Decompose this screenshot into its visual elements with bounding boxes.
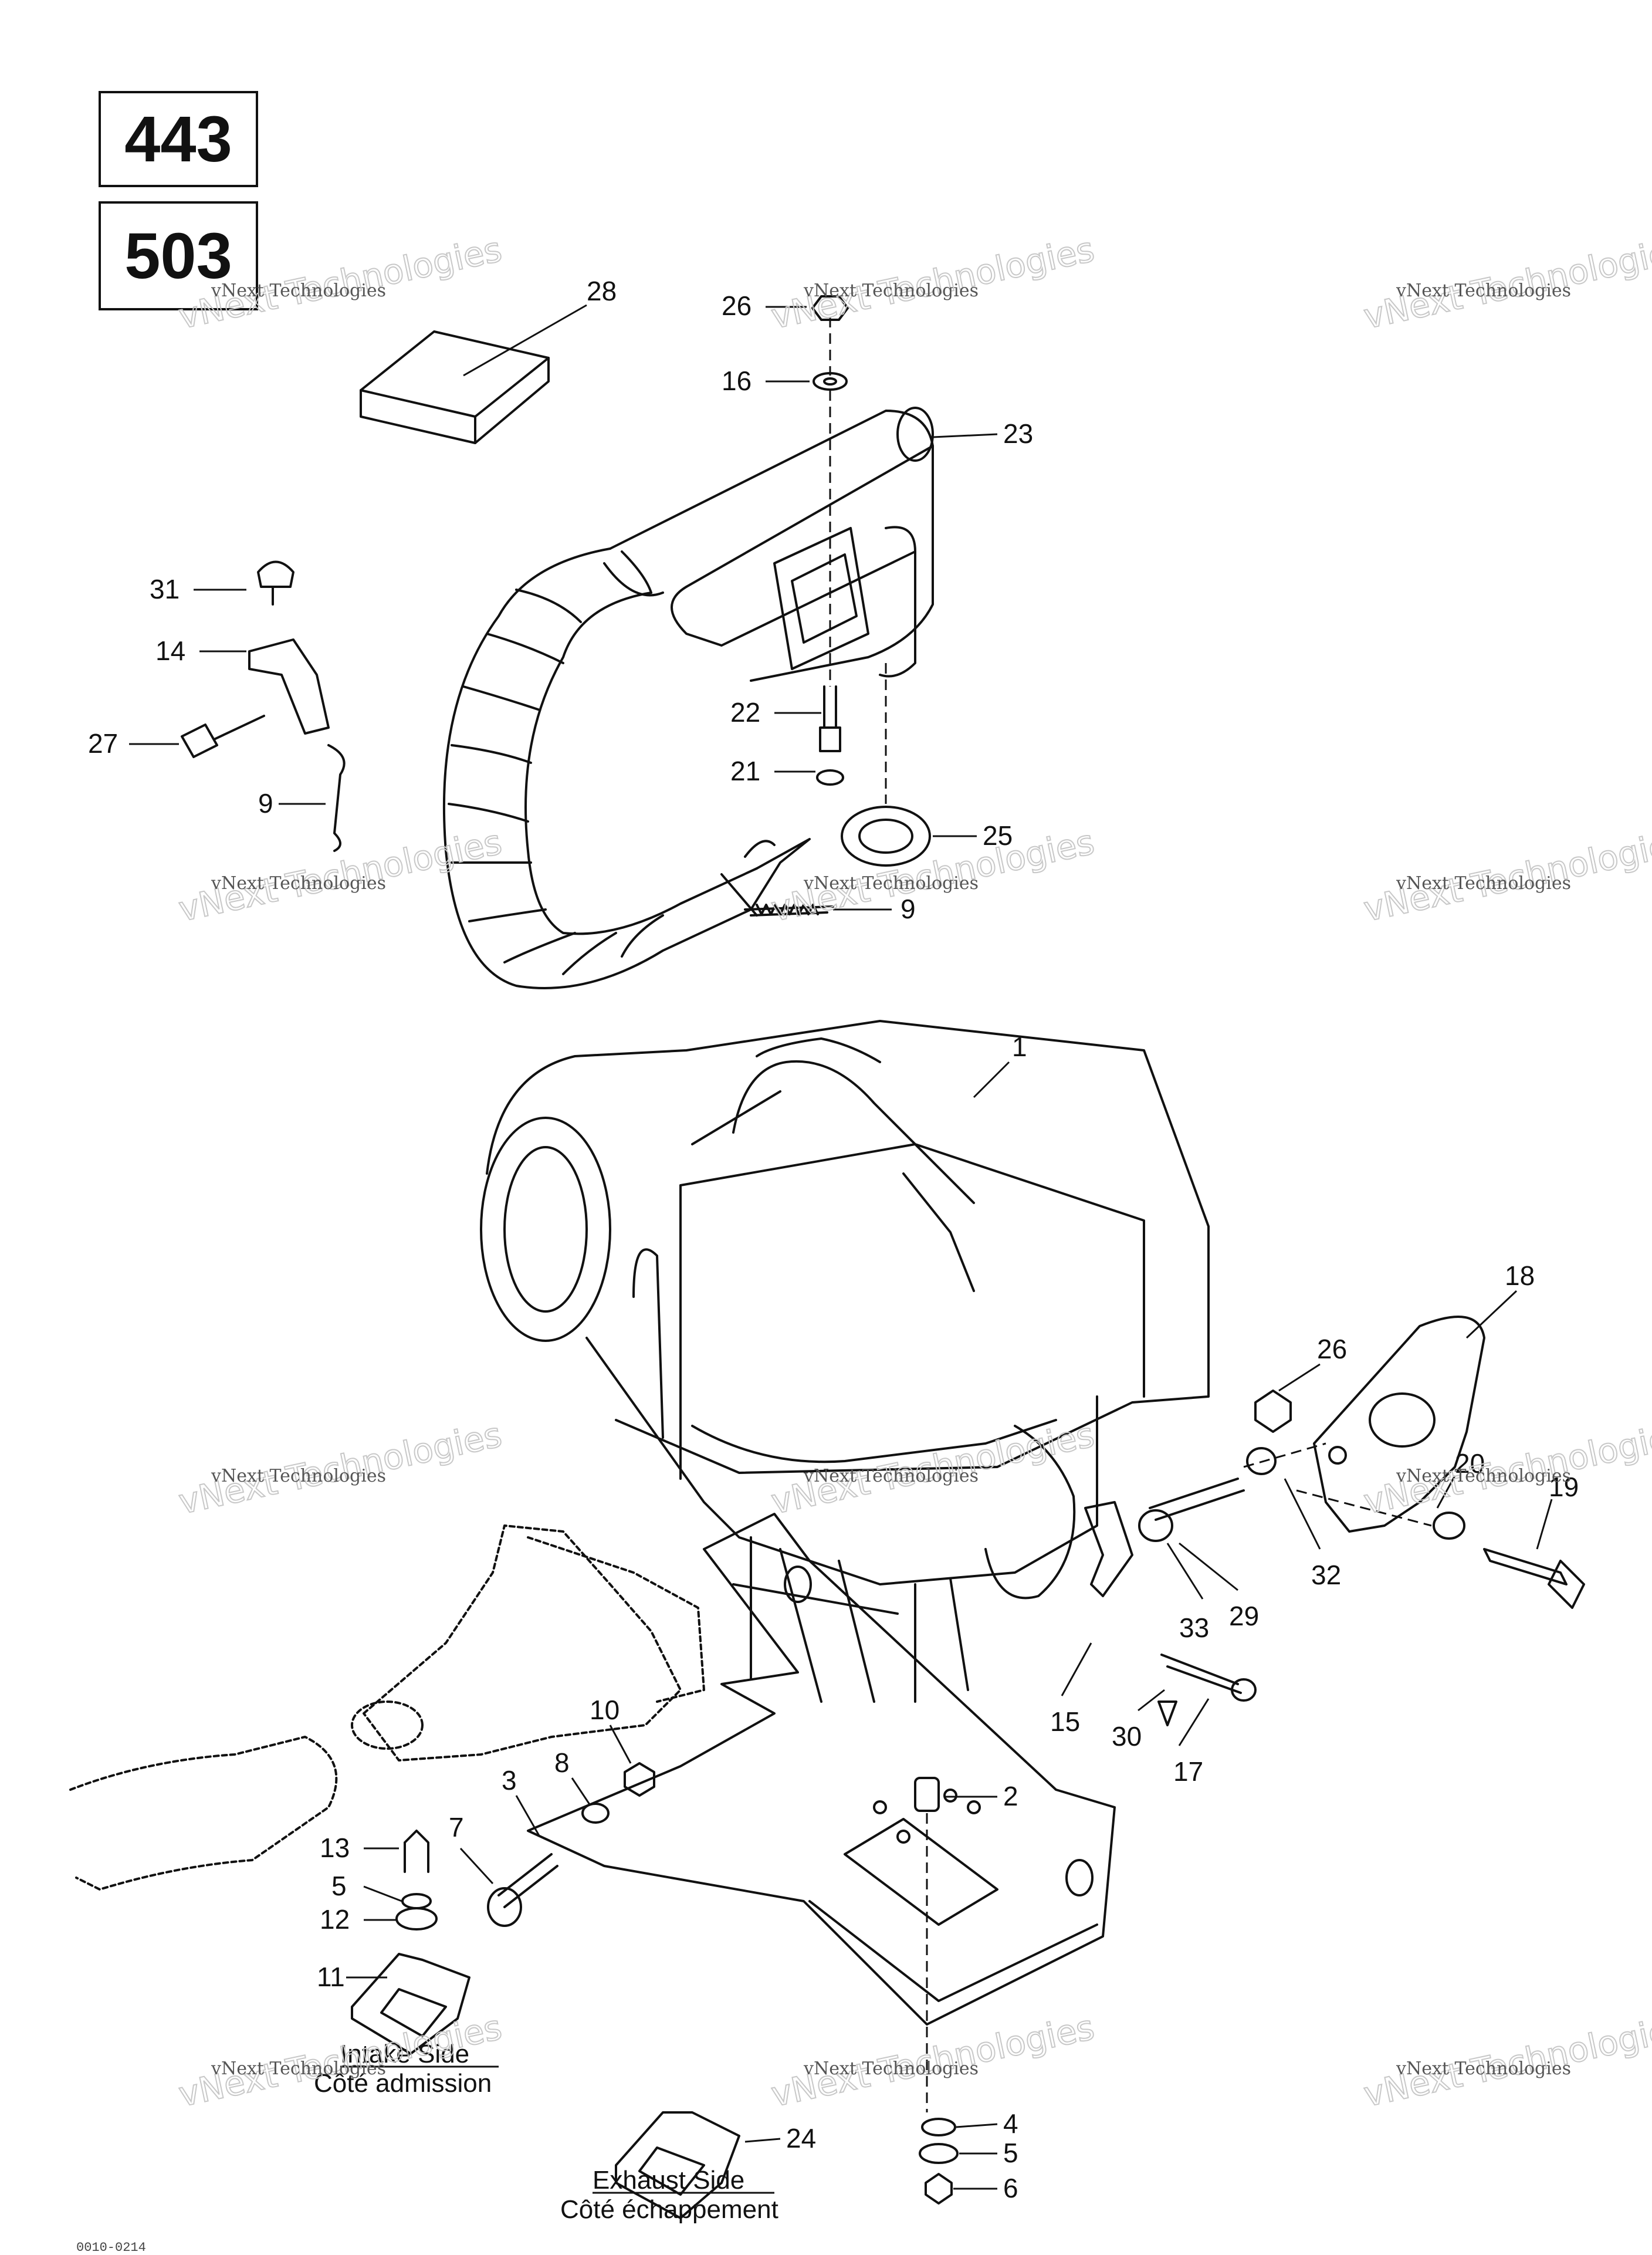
mount-hardware-part xyxy=(1084,1478,1257,1726)
watermark-text: vNext Technologies xyxy=(1396,2058,1571,2079)
watermark-text: vNext Technologies xyxy=(211,280,386,301)
model-443-box: 443 xyxy=(99,91,258,187)
callout-22: 22 xyxy=(730,697,760,728)
callout-9-left: 9 xyxy=(258,788,273,819)
callout-31: 31 xyxy=(150,574,180,604)
callout-9-right: 9 xyxy=(901,894,916,924)
spring-right-part xyxy=(744,904,834,917)
callout-8: 8 xyxy=(554,1747,570,1778)
callout-6: 6 xyxy=(1003,2173,1018,2203)
callout-11: 11 xyxy=(317,1962,345,1992)
callout-23: 23 xyxy=(1003,418,1033,449)
model-503-label: 503 xyxy=(124,219,232,292)
watermark-text: vNext Technologies xyxy=(803,1466,979,1486)
muffler-part xyxy=(442,407,934,989)
exhaust-ring-part xyxy=(841,806,931,867)
callout-3: 3 xyxy=(502,1765,517,1796)
hook-bracket-part xyxy=(181,560,346,852)
bracket-hardware-part xyxy=(1246,1389,1585,1609)
watermark-text: vNext Technologies xyxy=(211,873,386,894)
callout-21: 21 xyxy=(730,756,760,786)
intake-manifold-part xyxy=(69,1524,705,1891)
callout-2: 2 xyxy=(1003,1781,1018,1811)
watermark-text: vNext Technologies xyxy=(803,2058,979,2079)
watermark-text: vNext Technologies xyxy=(803,873,979,894)
watermarks: vNext Technologies vNext Technologies vN… xyxy=(175,229,1652,2115)
watermark-text: vNext Technologies xyxy=(211,1466,386,1486)
callout-15: 15 xyxy=(1050,1706,1080,1737)
callout-16: 16 xyxy=(722,366,751,396)
callout-27: 27 xyxy=(88,728,118,759)
callout-28: 28 xyxy=(587,276,617,306)
callout-19: 19 xyxy=(1549,1472,1579,1502)
callout-24: 24 xyxy=(786,2123,816,2153)
callout-12: 12 xyxy=(320,1904,350,1935)
side-bracket-part xyxy=(1313,1316,1485,1533)
exhaust-side-caption: Exhaust Side xyxy=(593,2166,744,2195)
callout-30: 30 xyxy=(1112,1721,1142,1752)
callout-26-top: 26 xyxy=(722,290,751,321)
exhaust-side-caption-fr: Côté échappement xyxy=(560,2195,778,2224)
callout-25: 25 xyxy=(983,820,1013,851)
watermark-text: vNext Technologies xyxy=(803,280,979,301)
callout-32: 32 xyxy=(1311,1560,1341,1590)
watermark-text: vNext Technologies xyxy=(1396,873,1571,894)
callout-29: 29 xyxy=(1229,1601,1259,1631)
leader-lines xyxy=(129,304,1553,2190)
label-pad-part xyxy=(360,330,550,444)
figure-code: 0010-0214 xyxy=(76,2240,146,2255)
mount-plate-part xyxy=(527,1513,1116,2026)
callout-20: 20 xyxy=(1455,1448,1485,1479)
stud-part xyxy=(816,685,844,786)
callout-4: 4 xyxy=(1003,2108,1018,2139)
callout-33: 33 xyxy=(1179,1612,1209,1643)
lower-hardware-part xyxy=(351,1762,940,2055)
callout-18: 18 xyxy=(1505,1260,1535,1291)
intake-side-caption: Intake Side xyxy=(340,2040,469,2068)
callout-10: 10 xyxy=(590,1695,620,1725)
model-443-label: 443 xyxy=(124,103,232,175)
intake-side-caption-fr: Côté admission xyxy=(314,2069,492,2098)
callout-13: 13 xyxy=(320,1833,350,1863)
exhaust-mount-part xyxy=(615,2111,959,2219)
model-503-box: 503 xyxy=(99,201,258,310)
watermark-text: vNext Technologies xyxy=(1396,1466,1571,1486)
engine-block-part xyxy=(480,1020,1210,1703)
callout-5-bottom: 5 xyxy=(1003,2138,1018,2168)
assembly-axes xyxy=(829,317,1432,2112)
callout-14: 14 xyxy=(155,635,185,666)
callout-17: 17 xyxy=(1173,1756,1203,1787)
watermark-text: vNext Technologies xyxy=(1396,280,1571,301)
callout-7: 7 xyxy=(449,1812,464,1842)
callout-1: 1 xyxy=(1012,1032,1027,1062)
callout-5-left: 5 xyxy=(331,1871,347,1901)
callout-26-right: 26 xyxy=(1317,1334,1347,1364)
watermark-text: vNext Technologies xyxy=(211,2058,386,2079)
